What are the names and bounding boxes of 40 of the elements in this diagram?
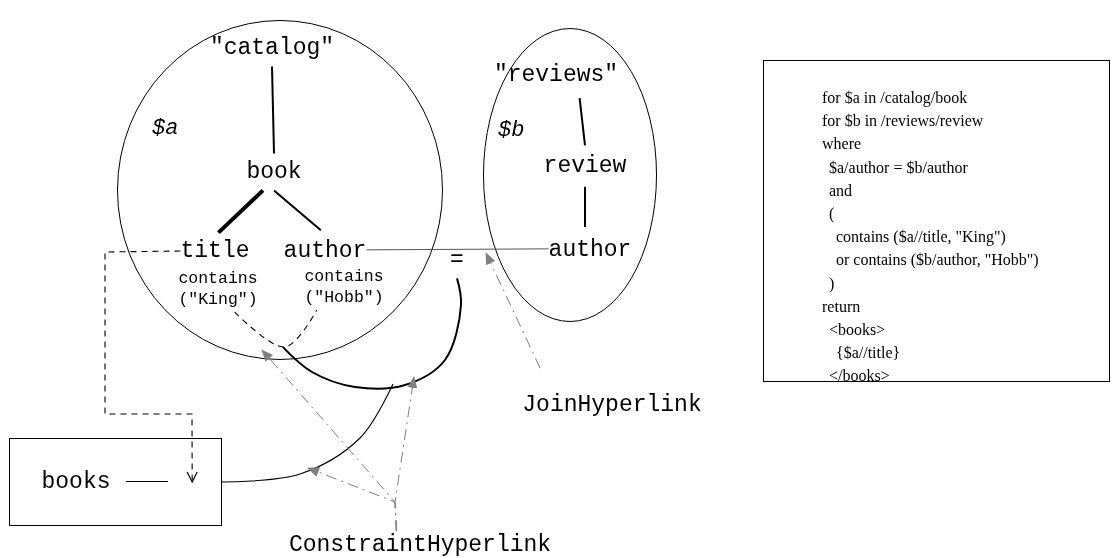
query-line: for $a in /catalog/book — [822, 90, 968, 106]
query-line: </books> — [829, 368, 890, 385]
constraint-label: contains ("Hobb") — [300, 266, 388, 308]
connector-line — [271, 65, 275, 155]
element-label: title — [180, 239, 250, 263]
hyperlink-label: JoinHyperlink — [522, 393, 702, 417]
element-label: review — [543, 154, 627, 178]
connector-line — [365, 248, 550, 251]
element-label: author — [548, 238, 632, 262]
hyperlink-label: ConstraintHyperlink — [288, 533, 552, 557]
constraint-label: contains ("King") — [174, 268, 262, 310]
connector-line — [234, 309, 318, 348]
query-line: for $b in /reviews/review — [822, 113, 984, 130]
variable-label: $a — [152, 118, 179, 140]
query-line: contains ($a//title, "King") — [836, 229, 1006, 246]
query-line: or contains ($b/author, "Hobb") — [836, 252, 1039, 269]
element-label: "catalog" — [209, 36, 335, 60]
arrow — [307, 467, 397, 532]
variable-label: $b — [498, 120, 525, 142]
connector-line — [221, 383, 394, 483]
query-line: {$a//title} — [836, 345, 901, 362]
result-label: books — [41, 470, 111, 494]
connector-line — [217, 188, 265, 235]
connector-line — [584, 185, 587, 228]
query-line: and — [829, 182, 853, 199]
connector-line — [578, 97, 586, 147]
query-line: where — [822, 136, 862, 153]
connector-line — [273, 189, 322, 232]
query-line: ( — [829, 206, 835, 222]
join-operator: = — [450, 248, 464, 272]
arrow — [485, 252, 541, 369]
connector-line — [281, 277, 463, 390]
element-label: "reviews" — [493, 63, 619, 87]
query-line: $a/author = $b/author — [829, 159, 968, 176]
element-label: author — [283, 239, 367, 263]
query-line: <books> — [829, 322, 886, 338]
element-label: book — [246, 160, 302, 184]
query-line: ) — [829, 275, 835, 292]
query-line: return — [822, 298, 861, 315]
arrow — [104, 250, 198, 483]
